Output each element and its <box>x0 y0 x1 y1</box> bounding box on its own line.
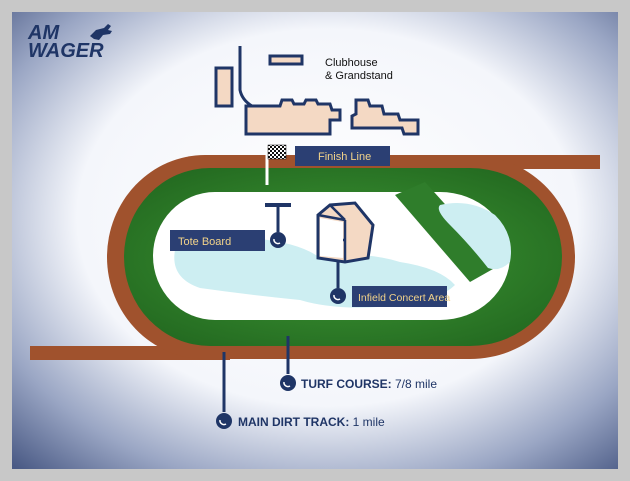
pin-swoosh <box>273 238 281 245</box>
pin-swoosh <box>219 419 227 426</box>
infield-lake-east <box>438 202 511 270</box>
concert-pin-icon <box>330 288 346 304</box>
checkered-flag-icon <box>267 144 287 160</box>
dirt-legend-length: 1 mile <box>349 415 385 429</box>
dirt-pin-icon <box>216 413 232 429</box>
dirt-track-legend[interactable]: MAIN DIRT TRACK: 1 mile <box>216 352 385 429</box>
grandstand <box>244 98 342 136</box>
amwager-logo[interactable]: AM WAGER <box>27 22 112 62</box>
tote-board-label[interactable]: Tote Board <box>170 230 265 251</box>
concert-stage-seating <box>320 218 343 258</box>
tote-board-bar <box>265 203 291 207</box>
clubhouse-label-line2: & Grandstand <box>325 70 393 82</box>
clubhouse-label-line1: Clubhouse <box>325 57 378 69</box>
finish-line-label[interactable]: Finish Line <box>295 146 390 166</box>
turf-chute <box>395 182 500 282</box>
concert-stage-dividers <box>317 204 347 262</box>
finish-line-label-box <box>295 146 390 166</box>
pin-swoosh <box>283 381 291 388</box>
horse-icon <box>90 24 112 40</box>
concert-label[interactable]: Infield Concert Area <box>352 286 450 307</box>
pin-swoosh <box>333 294 341 301</box>
finish-line-marker[interactable] <box>265 144 287 185</box>
building-north <box>268 54 304 66</box>
clubhouse-buildings <box>214 46 420 136</box>
tote-board-pin-icon <box>270 232 286 248</box>
tote-board-marker[interactable] <box>265 203 291 248</box>
logo-line2: WAGER <box>28 40 104 62</box>
concert-label-box <box>352 286 447 307</box>
finish-line-text: Finish Line <box>318 151 371 163</box>
clubhouse <box>350 98 420 136</box>
concert-marker[interactable] <box>330 262 346 304</box>
turf-legend-text: TURF COURSE: 7/8 mile <box>301 377 437 391</box>
building-west <box>214 66 234 108</box>
dirt-legend-name: MAIN DIRT TRACK: <box>238 415 349 429</box>
tote-board-label-box <box>170 230 265 251</box>
turf-pin-icon <box>280 375 296 391</box>
turf-course-legend[interactable]: TURF COURSE: 7/8 mile <box>280 336 437 391</box>
concert-stage <box>316 201 375 264</box>
dirt-legend-text: MAIN DIRT TRACK: 1 mile <box>238 415 385 429</box>
tote-board-text: Tote Board <box>178 236 231 248</box>
logo-line1: AM <box>27 22 60 44</box>
turf-legend-length: 7/8 mile <box>392 377 438 391</box>
turf-legend-name: TURF COURSE: <box>301 377 392 391</box>
concert-label-text: Infield Concert Area <box>358 292 450 304</box>
